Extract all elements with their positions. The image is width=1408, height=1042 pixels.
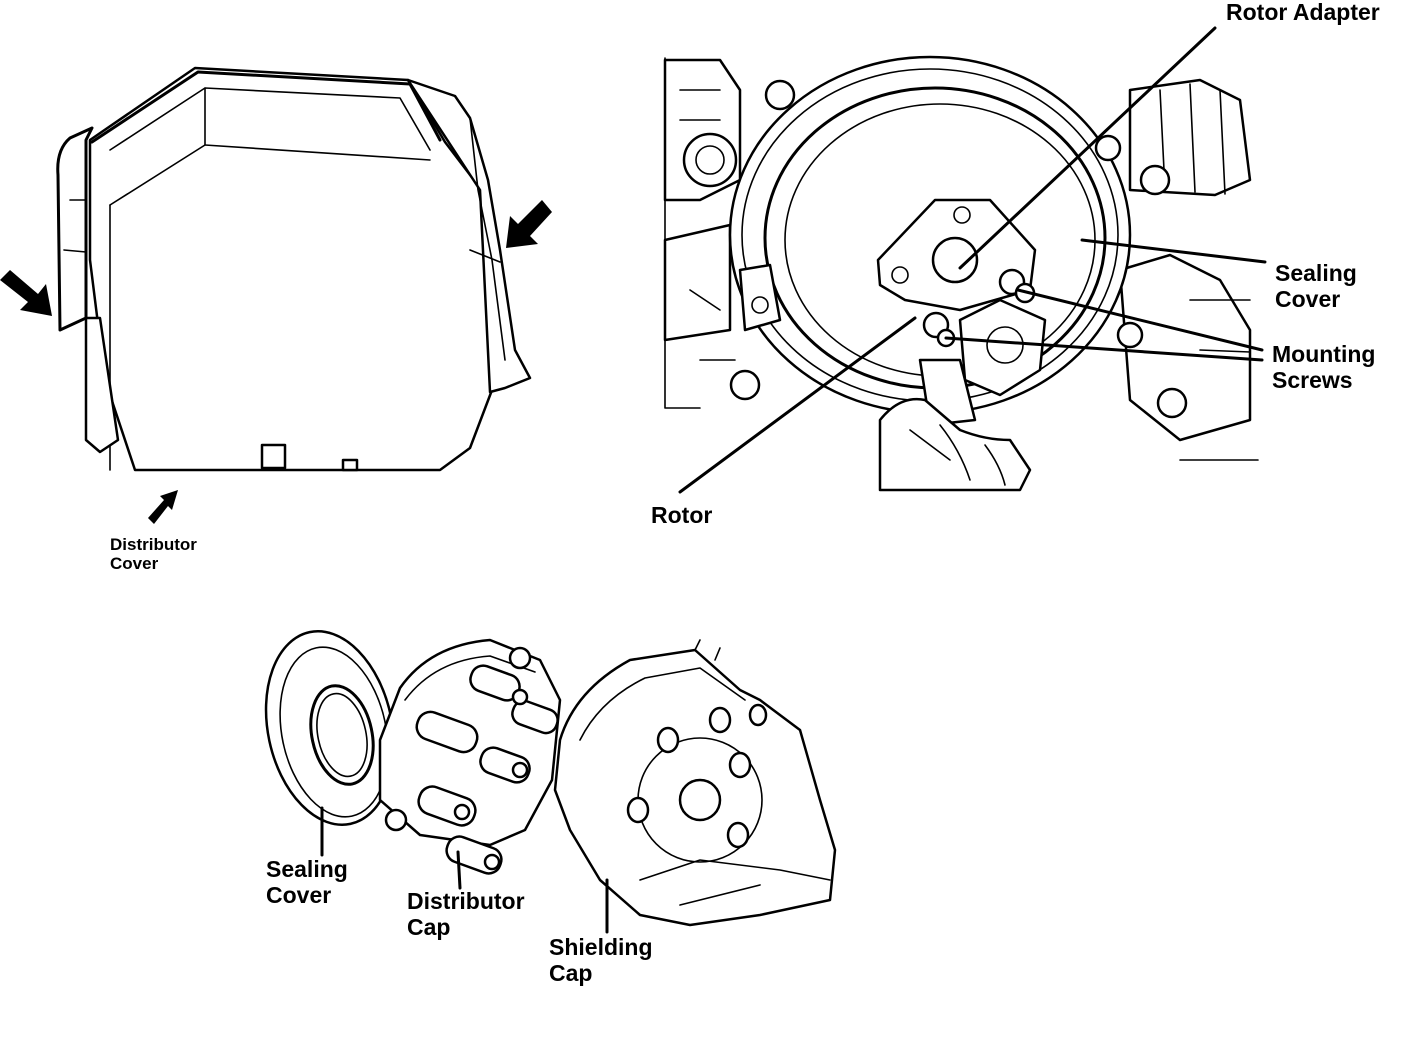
leader-line	[456, 850, 462, 890]
label-distributor-cap: Distributor Cap	[407, 888, 525, 941]
label-distributor-cover-line1: Distributor	[110, 535, 197, 554]
distributor-cover-drawing	[0, 66, 552, 524]
label-sealing-cover-bottom-line2: Cover	[266, 881, 332, 908]
label-sealing-cover-top-line2: Cover	[1275, 285, 1341, 312]
label-shielding-cap: Shielding Cap	[549, 934, 653, 987]
label-rotor-text: Rotor	[651, 502, 713, 528]
label-distributor-cap-line1: Distributor	[407, 888, 525, 914]
label-shielding-cap-line1: Shielding	[549, 934, 653, 960]
rotor-engine-drawing	[663, 26, 1267, 494]
arrow-icon	[0, 270, 52, 316]
exploded-cap-drawing	[264, 630, 837, 934]
label-sealing-cover-bottom: Sealing Cover	[266, 856, 348, 909]
label-mounting-screws: Mounting Screws	[1272, 341, 1376, 394]
arrow-icon	[506, 200, 552, 248]
label-shielding-cap-line2: Cap	[549, 959, 593, 986]
label-sealing-cover-bottom-line1: Sealing	[266, 856, 348, 882]
leader-line	[944, 336, 1264, 362]
label-sealing-cover-top: Sealing Cover	[1275, 260, 1357, 313]
leader-line	[1080, 238, 1267, 264]
label-sealing-cover-top-line1: Sealing	[1275, 260, 1357, 286]
label-distributor-cap-line2: Cap	[407, 913, 451, 940]
leader-line	[1016, 288, 1264, 352]
label-rotor-adapter: Rotor Adapter	[1226, 0, 1380, 26]
leader-line	[678, 316, 917, 494]
label-rotor: Rotor	[651, 502, 713, 529]
leader-line	[958, 26, 1217, 270]
arrow-icon	[148, 490, 178, 524]
label-rotor-adapter-text: Rotor Adapter	[1226, 0, 1380, 25]
label-mounting-screws-line2: Screws	[1272, 366, 1353, 393]
label-mounting-screws-line1: Mounting	[1272, 341, 1376, 367]
label-distributor-cover-line2: Cover	[110, 554, 159, 574]
label-distributor-cover: Distributor Cover	[110, 535, 197, 573]
